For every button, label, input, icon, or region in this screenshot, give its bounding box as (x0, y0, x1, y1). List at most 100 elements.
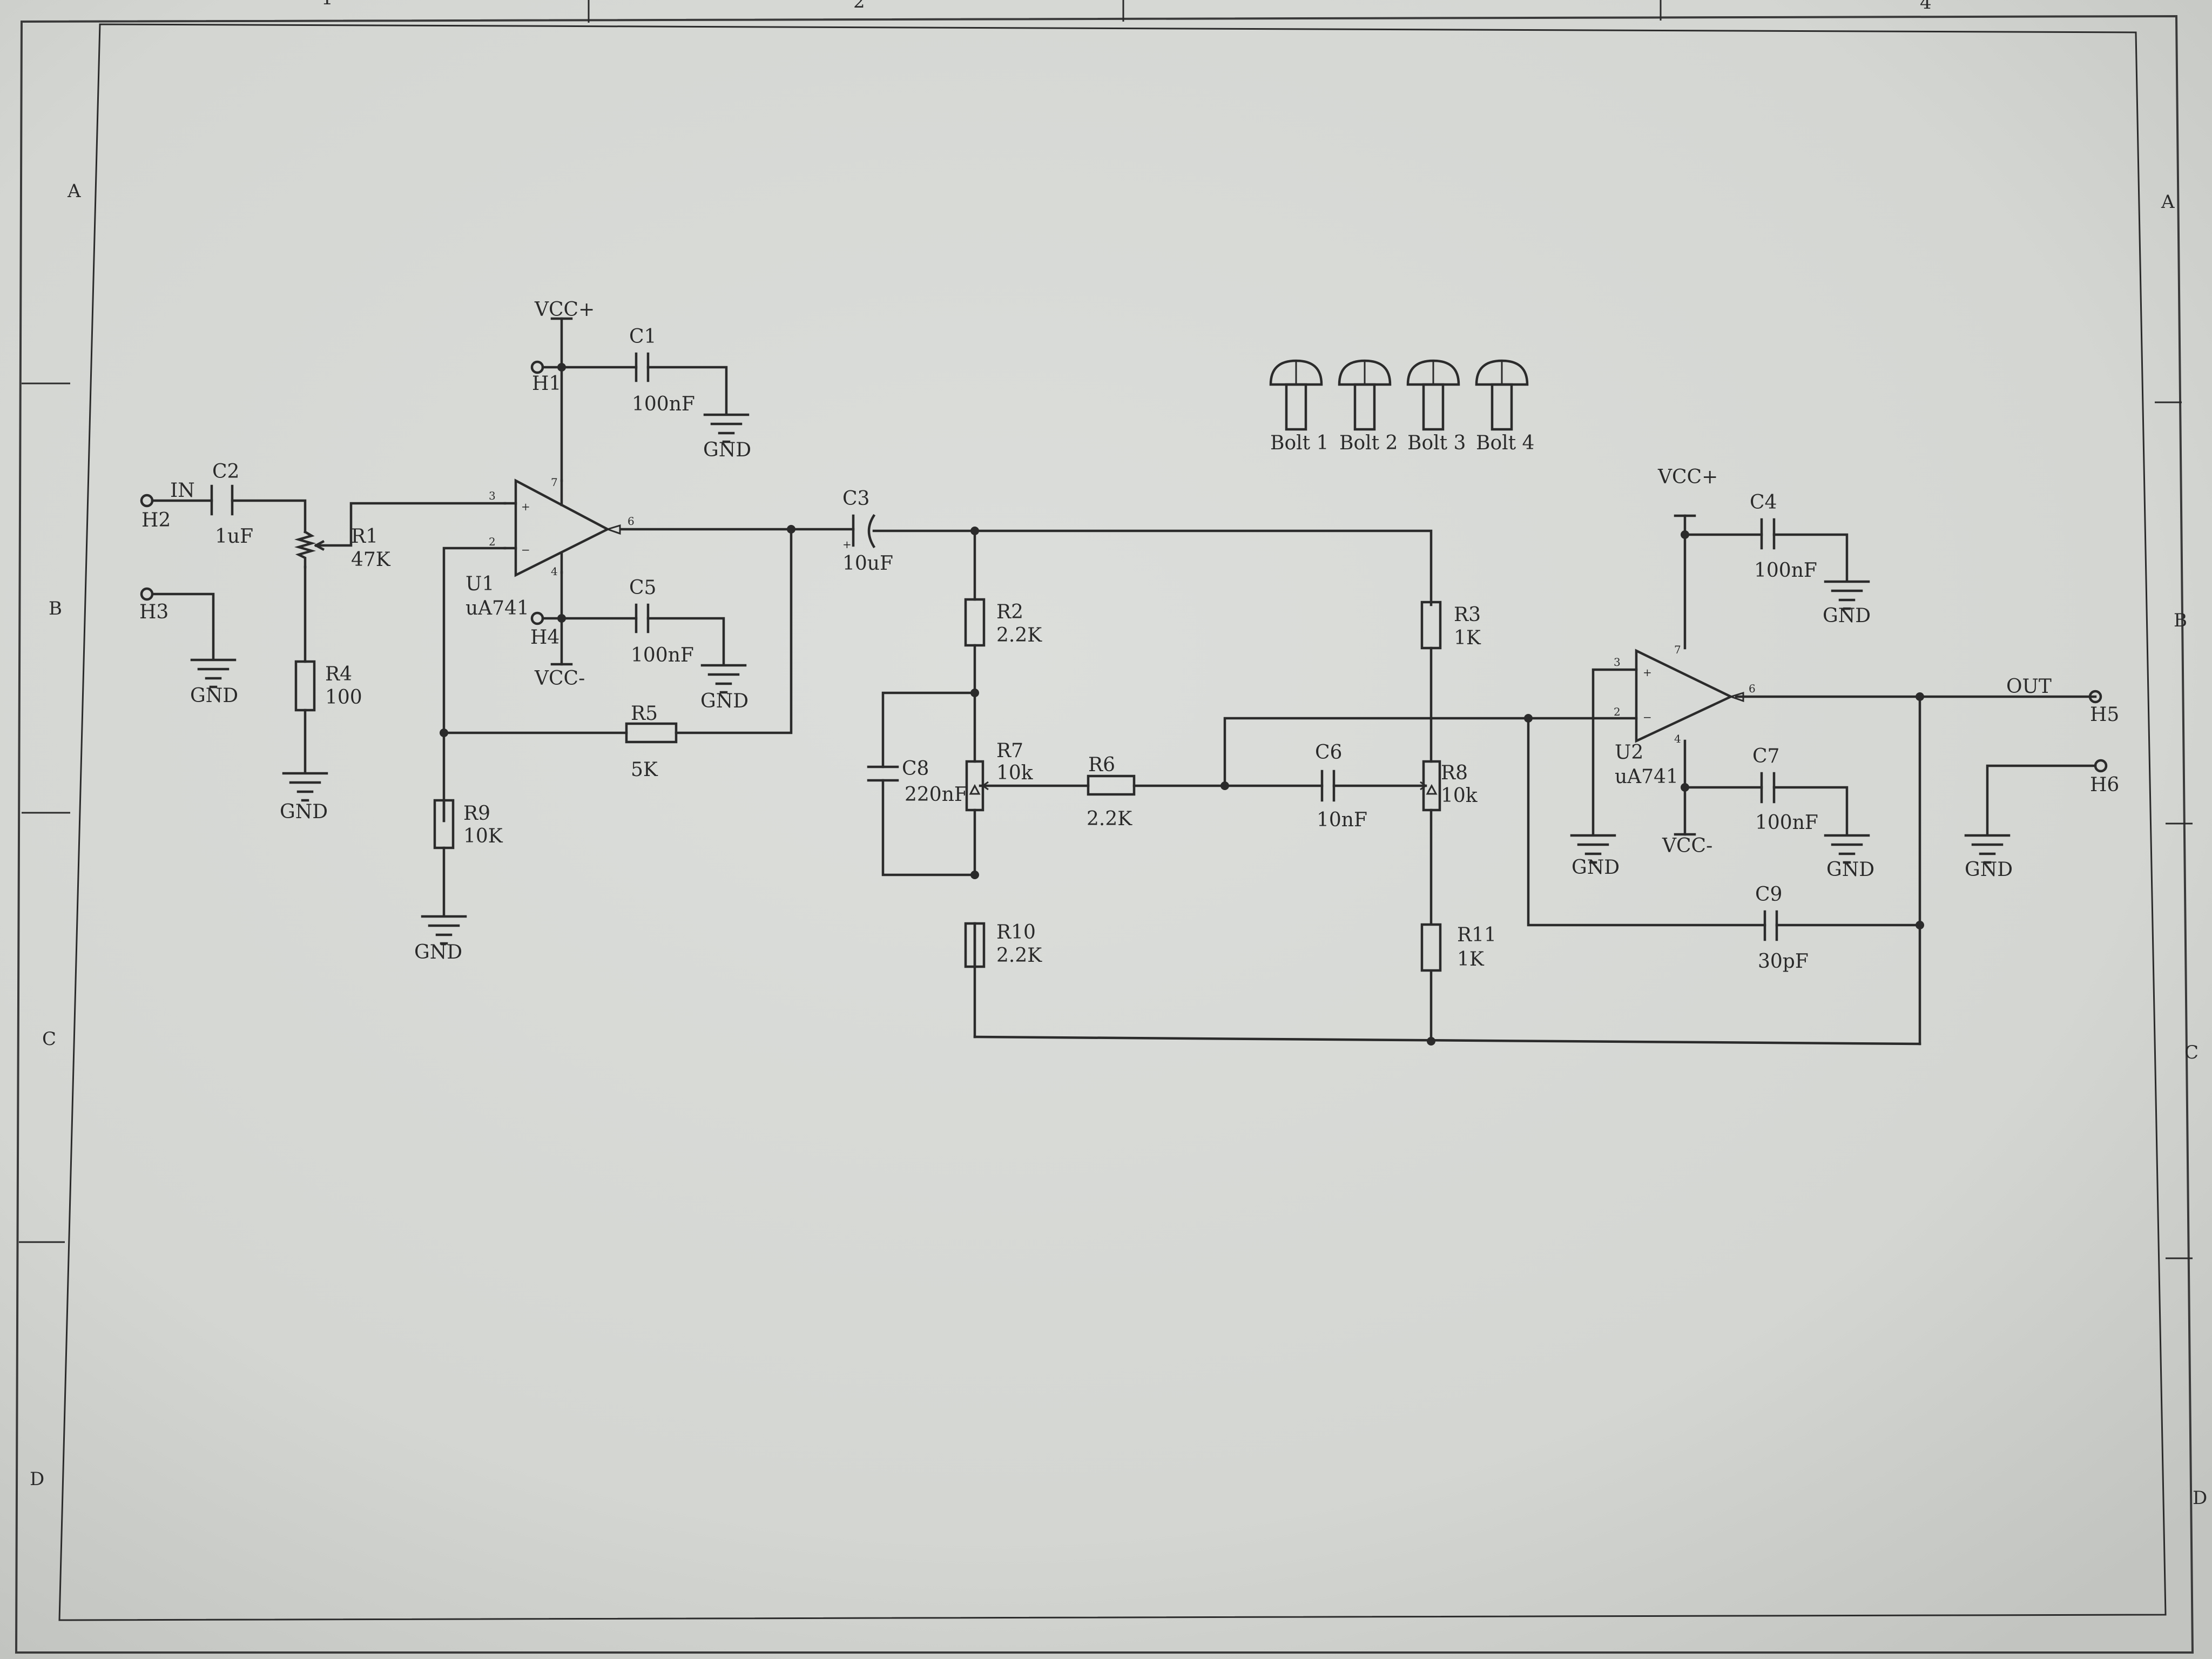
bolt-3: Bolt 3 (1406, 359, 1466, 454)
svg-text:C4: C4 (1750, 491, 1777, 514)
svg-text:100nF: 100nF (1754, 559, 1817, 582)
svg-text:100nF: 100nF (632, 393, 695, 415)
svg-text:220nF: 220nF (905, 784, 968, 806)
resistor-r11: R11 1K (1420, 923, 1496, 972)
svg-text:+: + (1643, 666, 1652, 679)
svg-text:6: 6 (1749, 682, 1756, 695)
svg-text:100: 100 (325, 686, 362, 709)
svg-text:Bolt 1: Bolt 1 (1270, 432, 1328, 454)
svg-text:R7: R7 (996, 740, 1023, 762)
bolt-2: Bolt 2 (1338, 359, 1398, 454)
svg-text:C9: C9 (1755, 884, 1782, 906)
svg-text:VCC-: VCC- (1662, 835, 1712, 857)
capacitor-c7: C7 100nF (1752, 745, 1818, 834)
svg-text:10nF: 10nF (1317, 809, 1367, 831)
zone-right-a: A (2161, 191, 2175, 213)
svg-text:GND: GND (190, 685, 238, 707)
svg-text:C7: C7 (1752, 745, 1779, 767)
gnd-symbol-r4: GND (280, 772, 328, 823)
svg-text:R2: R2 (996, 601, 1023, 623)
svg-text:GND: GND (1965, 859, 2013, 881)
svg-text:C3: C3 (842, 488, 869, 510)
svg-text:100nF: 100nF (631, 644, 694, 666)
vcc-neg-flag-u2: VCC- (1662, 833, 1712, 857)
vcc-pos-flag-u1: VCC+ (534, 299, 595, 321)
bolt-4: Bolt 4 (1475, 359, 1534, 454)
svg-text:H5: H5 (2090, 704, 2119, 726)
gnd-symbol-h3: GND (190, 658, 238, 707)
opamp-u2-ref: U2 (1615, 741, 1643, 764)
svg-text:10K: 10K (463, 825, 503, 847)
svg-text:47K: 47K (351, 549, 391, 571)
zone-right-b: B (2174, 610, 2187, 631)
net-label-in: IN (170, 480, 195, 502)
svg-text:GND: GND (1826, 859, 1874, 881)
svg-text:Bolt 2: Bolt 2 (1339, 432, 1398, 454)
gnd-symbol-c7: GND (1824, 834, 1874, 881)
svg-text:R1: R1 (351, 525, 378, 548)
svg-text:R6: R6 (1088, 754, 1115, 776)
resistor-r1: R1 47K (294, 525, 391, 571)
header-h6: H6 (2090, 759, 2119, 796)
svg-text:10k: 10k (1441, 785, 1478, 807)
svg-text:GND: GND (1823, 605, 1871, 627)
svg-text:−: − (521, 543, 530, 556)
svg-text:10uF: 10uF (842, 552, 893, 575)
resistor-r2: R2 2.2K (964, 598, 1042, 647)
svg-text:3: 3 (1614, 656, 1621, 669)
svg-text:−: − (1643, 711, 1652, 724)
svg-text:5K: 5K (631, 759, 658, 781)
zone-left-a: A (67, 180, 81, 202)
header-h5: H5 OUT (2006, 676, 2119, 726)
svg-text:2.2K: 2.2K (996, 945, 1042, 967)
svg-text:R9: R9 (463, 802, 490, 825)
svg-text:GND: GND (700, 690, 748, 712)
capacitor-c5: C5 100nF (629, 577, 694, 666)
header-h3: H3 (139, 587, 168, 623)
resistor-r4: R4 100 (294, 660, 362, 712)
svg-text:R8: R8 (1441, 762, 1468, 784)
svg-text:7: 7 (551, 476, 558, 489)
svg-text:3: 3 (489, 489, 496, 502)
svg-text:4: 4 (1674, 732, 1681, 745)
svg-text:7: 7 (1674, 643, 1681, 656)
svg-text:R10: R10 (996, 921, 1036, 943)
svg-text:2: 2 (1614, 705, 1621, 718)
header-h1: H1 (530, 360, 561, 395)
opamp-u1-part: uA741 (466, 597, 529, 619)
svg-text:H3: H3 (139, 601, 168, 623)
gnd-symbol-u2: GND (1570, 834, 1620, 879)
svg-text:2: 2 (489, 535, 496, 548)
capacitor-c9: C9 30pF (1755, 884, 1809, 973)
resistor-r6: R6 2.2K (1087, 754, 1136, 830)
vcc-neg-flag-u1: VCC- (534, 663, 585, 690)
svg-text:R4: R4 (325, 663, 352, 685)
opamp-u1: + − 3 2 7 4 6 U1 uA741 (466, 476, 635, 619)
svg-text:R3: R3 (1454, 604, 1481, 626)
svg-text:C2: C2 (212, 461, 239, 483)
zone-top-2: 2 (853, 0, 865, 12)
gnd-symbol-r9: GND (414, 915, 467, 963)
gnd-symbol-c1: GND (703, 413, 751, 461)
zone-right-d: D (2193, 1487, 2207, 1509)
junctions (440, 363, 1924, 1046)
svg-text:GND: GND (280, 801, 328, 823)
resistor-r9: R9 10K (433, 799, 503, 849)
svg-text:C8: C8 (902, 758, 929, 780)
zone-left-b: B (49, 598, 62, 619)
gnd-symbol-c4: GND (1823, 580, 1871, 627)
svg-text:GND: GND (414, 941, 462, 963)
capacitor-c6: C6 10nF (1315, 741, 1367, 831)
svg-text:2.2K: 2.2K (1087, 808, 1132, 830)
opamp-u2: + − 3 2 7 4 6 U2 uA741 (1614, 643, 1756, 788)
svg-text:2.2K: 2.2K (996, 624, 1042, 646)
opamp-u2-part: uA741 (1615, 766, 1678, 788)
gnd-symbol-h6: GND (1964, 834, 2013, 881)
svg-text:VCC+: VCC+ (534, 299, 595, 321)
capacitor-c4: C4 100nF (1750, 491, 1817, 582)
capacitor-c8: C8 220nF (867, 758, 968, 806)
svg-text:Bolt 3: Bolt 3 (1407, 432, 1466, 454)
svg-text:6: 6 (628, 515, 635, 528)
net-label-out: OUT (2006, 676, 2052, 698)
